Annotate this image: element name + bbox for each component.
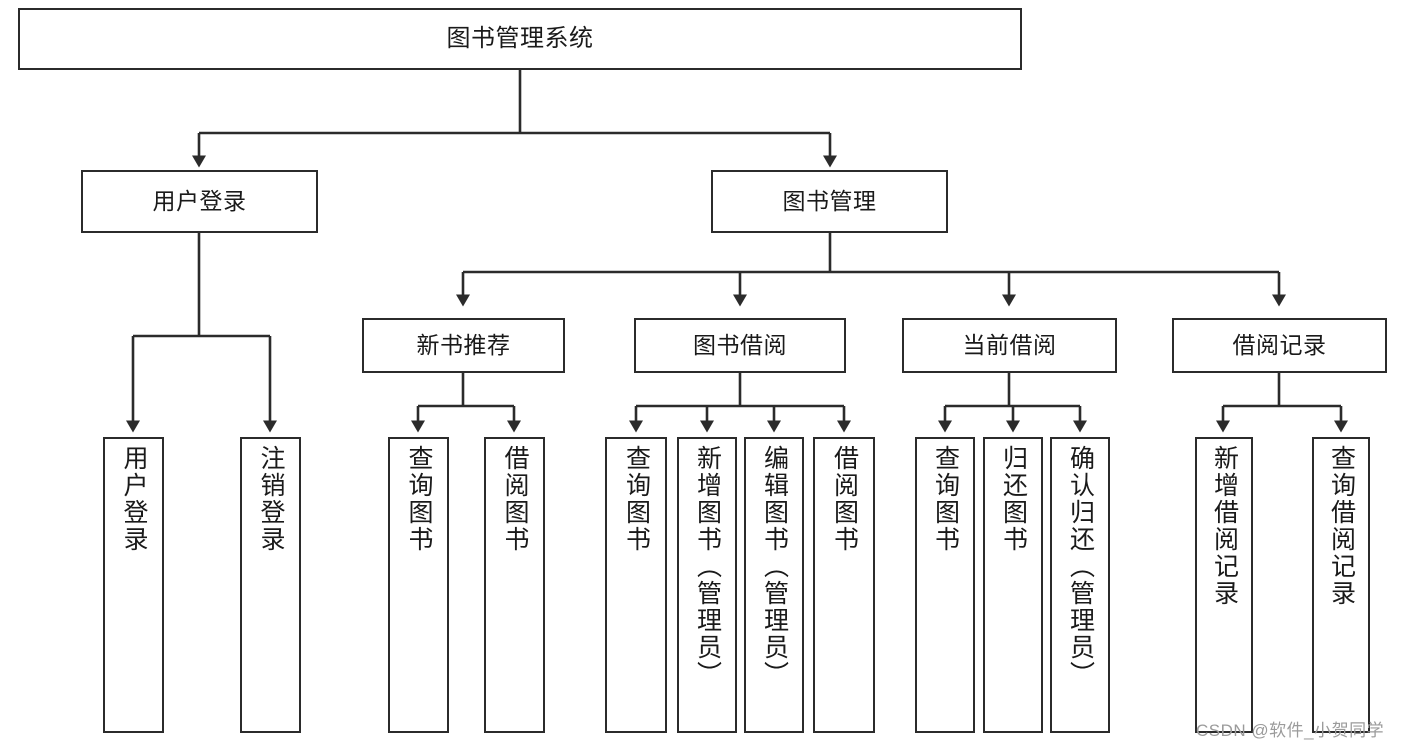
- node-label: 查询图书: [931, 445, 960, 553]
- node-book-management[interactable]: 图书管理: [711, 170, 948, 233]
- leaf-user-login[interactable]: 用户登录: [103, 437, 164, 733]
- node-label: 确认归还（管理员）: [1066, 445, 1095, 688]
- node-label: 图书管理: [782, 187, 877, 214]
- node-label: 用户登录: [120, 445, 148, 553]
- leaf-borrow-borrow-book[interactable]: 借阅图书: [813, 437, 875, 733]
- leaf-user-logout[interactable]: 注销登录: [240, 437, 301, 733]
- leaf-borrow-query-book[interactable]: 查询图书: [605, 437, 667, 733]
- node-label: 新书推荐: [416, 331, 511, 358]
- leaf-record-query-record[interactable]: 查询借阅记录: [1312, 437, 1370, 733]
- leaf-current-return-book[interactable]: 归还图书: [983, 437, 1043, 733]
- node-label: 查询图书: [405, 445, 433, 553]
- leaf-newbook-borrow-book[interactable]: 借阅图书: [484, 437, 545, 733]
- leaf-current-confirm-return-admin[interactable]: 确认归还（管理员）: [1050, 437, 1110, 733]
- node-label: 查询借阅记录: [1327, 445, 1356, 607]
- node-label: 借阅图书: [830, 445, 859, 553]
- node-label: 新增图书（管理员）: [693, 445, 722, 688]
- leaf-newbook-query-book[interactable]: 查询图书: [388, 437, 449, 733]
- node-book-borrow[interactable]: 图书借阅: [634, 318, 846, 373]
- leaf-record-add-record[interactable]: 新增借阅记录: [1195, 437, 1253, 733]
- node-current-borrow[interactable]: 当前借阅: [902, 318, 1117, 373]
- node-label: 编辑图书（管理员）: [760, 445, 789, 688]
- node-label: 新增借阅记录: [1210, 445, 1239, 607]
- node-label: 注销登录: [257, 445, 285, 553]
- node-label: 图书借阅: [693, 331, 787, 358]
- node-user-login[interactable]: 用户登录: [81, 170, 318, 233]
- node-label: 借阅记录: [1232, 331, 1327, 358]
- node-new-book-recommend[interactable]: 新书推荐: [362, 318, 565, 373]
- node-label: 当前借阅: [962, 331, 1057, 358]
- node-label: 归还图书: [999, 445, 1028, 553]
- node-label: 用户登录: [152, 187, 247, 214]
- node-label: 借阅图书: [501, 445, 529, 553]
- leaf-current-query-book[interactable]: 查询图书: [915, 437, 975, 733]
- node-label: 查询图书: [622, 445, 651, 553]
- node-label: 图书管理系统: [446, 24, 594, 52]
- watermark: CSDN @软件_小贺同学: [1196, 721, 1385, 740]
- leaf-borrow-edit-book-admin[interactable]: 编辑图书（管理员）: [744, 437, 804, 733]
- node-borrow-record[interactable]: 借阅记录: [1172, 318, 1387, 373]
- node-root-system[interactable]: 图书管理系统: [18, 8, 1022, 70]
- leaf-borrow-add-book-admin[interactable]: 新增图书（管理员）: [677, 437, 737, 733]
